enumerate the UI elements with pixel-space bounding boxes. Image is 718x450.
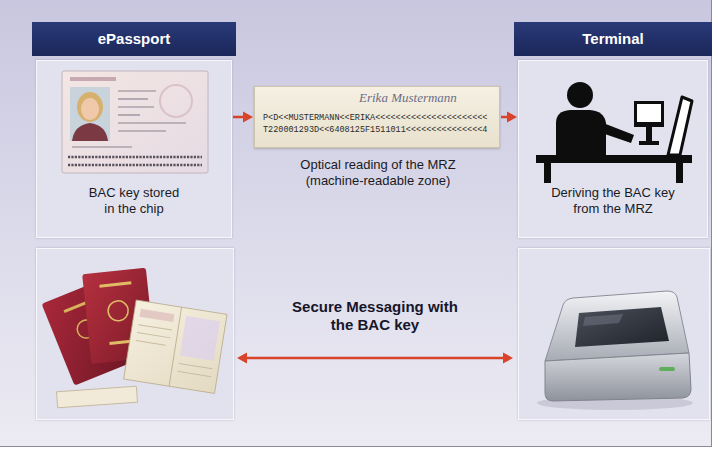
mrz-strip: Erika MustermannP<D<<MUSTERMANN<<ERIKA<<… bbox=[254, 86, 500, 148]
box-caption: BAC key stored in the chip bbox=[84, 185, 184, 217]
box-caption: Deriving the BAC key from the MRZ bbox=[545, 185, 681, 217]
arrow-connector bbox=[233, 112, 253, 123]
column-panel: Terminal Deriving the BAC key from the M… bbox=[514, 22, 712, 422]
officer-at-terminal-icon bbox=[518, 61, 708, 185]
arrow-connector bbox=[237, 353, 513, 364]
signature-text: Erika Mustermann bbox=[263, 90, 491, 106]
arrow-head bbox=[237, 353, 247, 364]
connector-line bbox=[246, 357, 504, 360]
column-header: Terminal bbox=[514, 22, 712, 56]
arrow-head bbox=[507, 112, 517, 123]
passport-stack-box bbox=[36, 248, 234, 420]
info-box: BAC key stored in the chip bbox=[36, 60, 232, 238]
mrz-line: P<D<<MUSTERMANN<<ERIKA<<<<<<<<<<<<<<<<<<… bbox=[263, 112, 491, 124]
column-panel: ePassport BAC key stored in the chip bbox=[32, 22, 236, 422]
passport-stack-illustration bbox=[37, 249, 233, 419]
arrow-head bbox=[243, 112, 253, 123]
info-box: Deriving the BAC key from the MRZ bbox=[518, 60, 708, 238]
document-scanner-illustration bbox=[519, 249, 709, 419]
connector-line bbox=[501, 116, 508, 119]
passport-data-page bbox=[36, 61, 232, 185]
column-header: ePassport bbox=[32, 22, 236, 56]
connector-line bbox=[233, 116, 244, 119]
arrow-connector bbox=[501, 112, 517, 123]
edge-label: Secure Messaging with the BAC key bbox=[285, 298, 465, 334]
mrz-line: T220001293D<<6408125F1511011<<<<<<<<<<<<… bbox=[263, 124, 491, 136]
strip-caption: Optical reading of the MRZ (machine-read… bbox=[283, 157, 473, 189]
arrow-head bbox=[503, 353, 513, 364]
scanner-box bbox=[518, 248, 710, 420]
